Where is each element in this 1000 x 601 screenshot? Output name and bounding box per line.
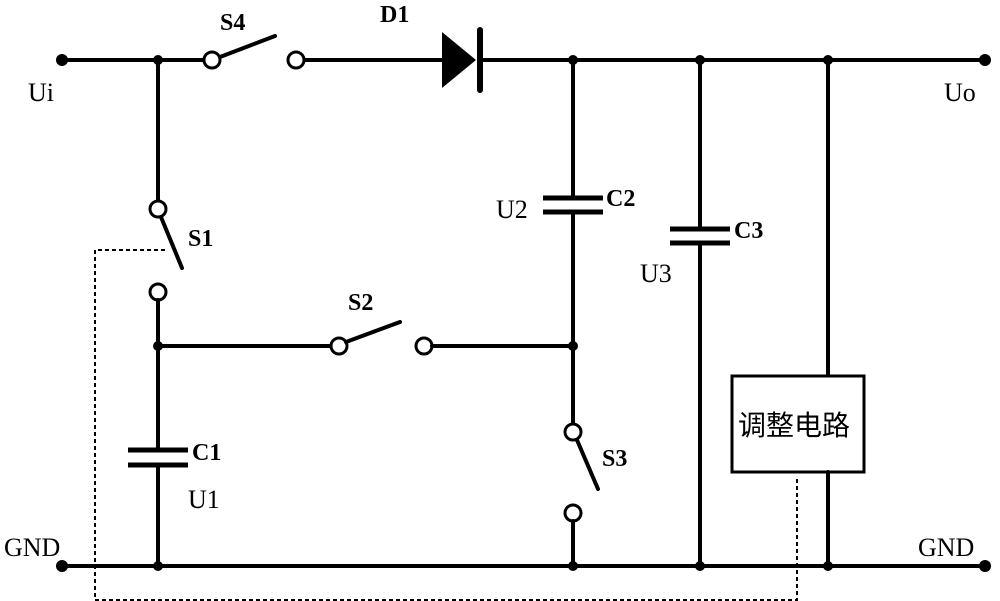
junction-reg-gnd	[823, 561, 833, 571]
output-terminal	[979, 54, 991, 66]
label-d1: D1	[380, 2, 409, 28]
input-terminal	[56, 54, 68, 66]
junction-s3-gnd	[568, 561, 578, 571]
label-u3: U3	[640, 259, 672, 288]
control-dashed-line	[94, 249, 798, 601]
label-c3: C3	[734, 218, 763, 244]
switch-s1-terminal-top	[148, 199, 168, 219]
label-s4: S4	[220, 10, 245, 36]
switch-s3-terminal-top	[563, 422, 583, 442]
switch-s1-blade	[159, 215, 184, 270]
switch-s1-terminal-bottom	[148, 282, 168, 302]
switch-s3-terminal-bottom	[563, 503, 583, 523]
label-regulator: 调整电路	[738, 409, 850, 442]
junction-c3-gnd	[695, 561, 705, 571]
switch-s3-blade	[575, 438, 600, 491]
diode-d1-body	[442, 32, 476, 88]
label-gnd-right: GND	[918, 533, 974, 562]
gnd-terminal-right	[979, 560, 991, 572]
label-ui: Ui	[28, 78, 54, 107]
junction-c1-gnd	[153, 561, 163, 571]
switch-s4-blade	[218, 34, 277, 59]
label-gnd-left: GND	[4, 533, 60, 562]
switch-s2-terminal-left	[329, 336, 349, 356]
label-c2: C2	[606, 186, 635, 212]
gnd-terminal-left	[56, 560, 68, 572]
switch-s2-blade	[344, 320, 402, 344]
label-u1: U1	[188, 485, 220, 514]
label-s1: S1	[188, 226, 213, 252]
label-u2: U2	[496, 195, 528, 224]
label-c1: C1	[192, 440, 221, 466]
regulator-box	[730, 374, 866, 474]
switch-s2-terminal-right	[414, 336, 434, 356]
label-uo: Uo	[944, 78, 976, 107]
switch-s4-terminal-left	[202, 50, 222, 70]
label-s2: S2	[348, 290, 373, 316]
switch-s4-terminal-right	[286, 50, 306, 70]
label-s3: S3	[602, 446, 627, 472]
